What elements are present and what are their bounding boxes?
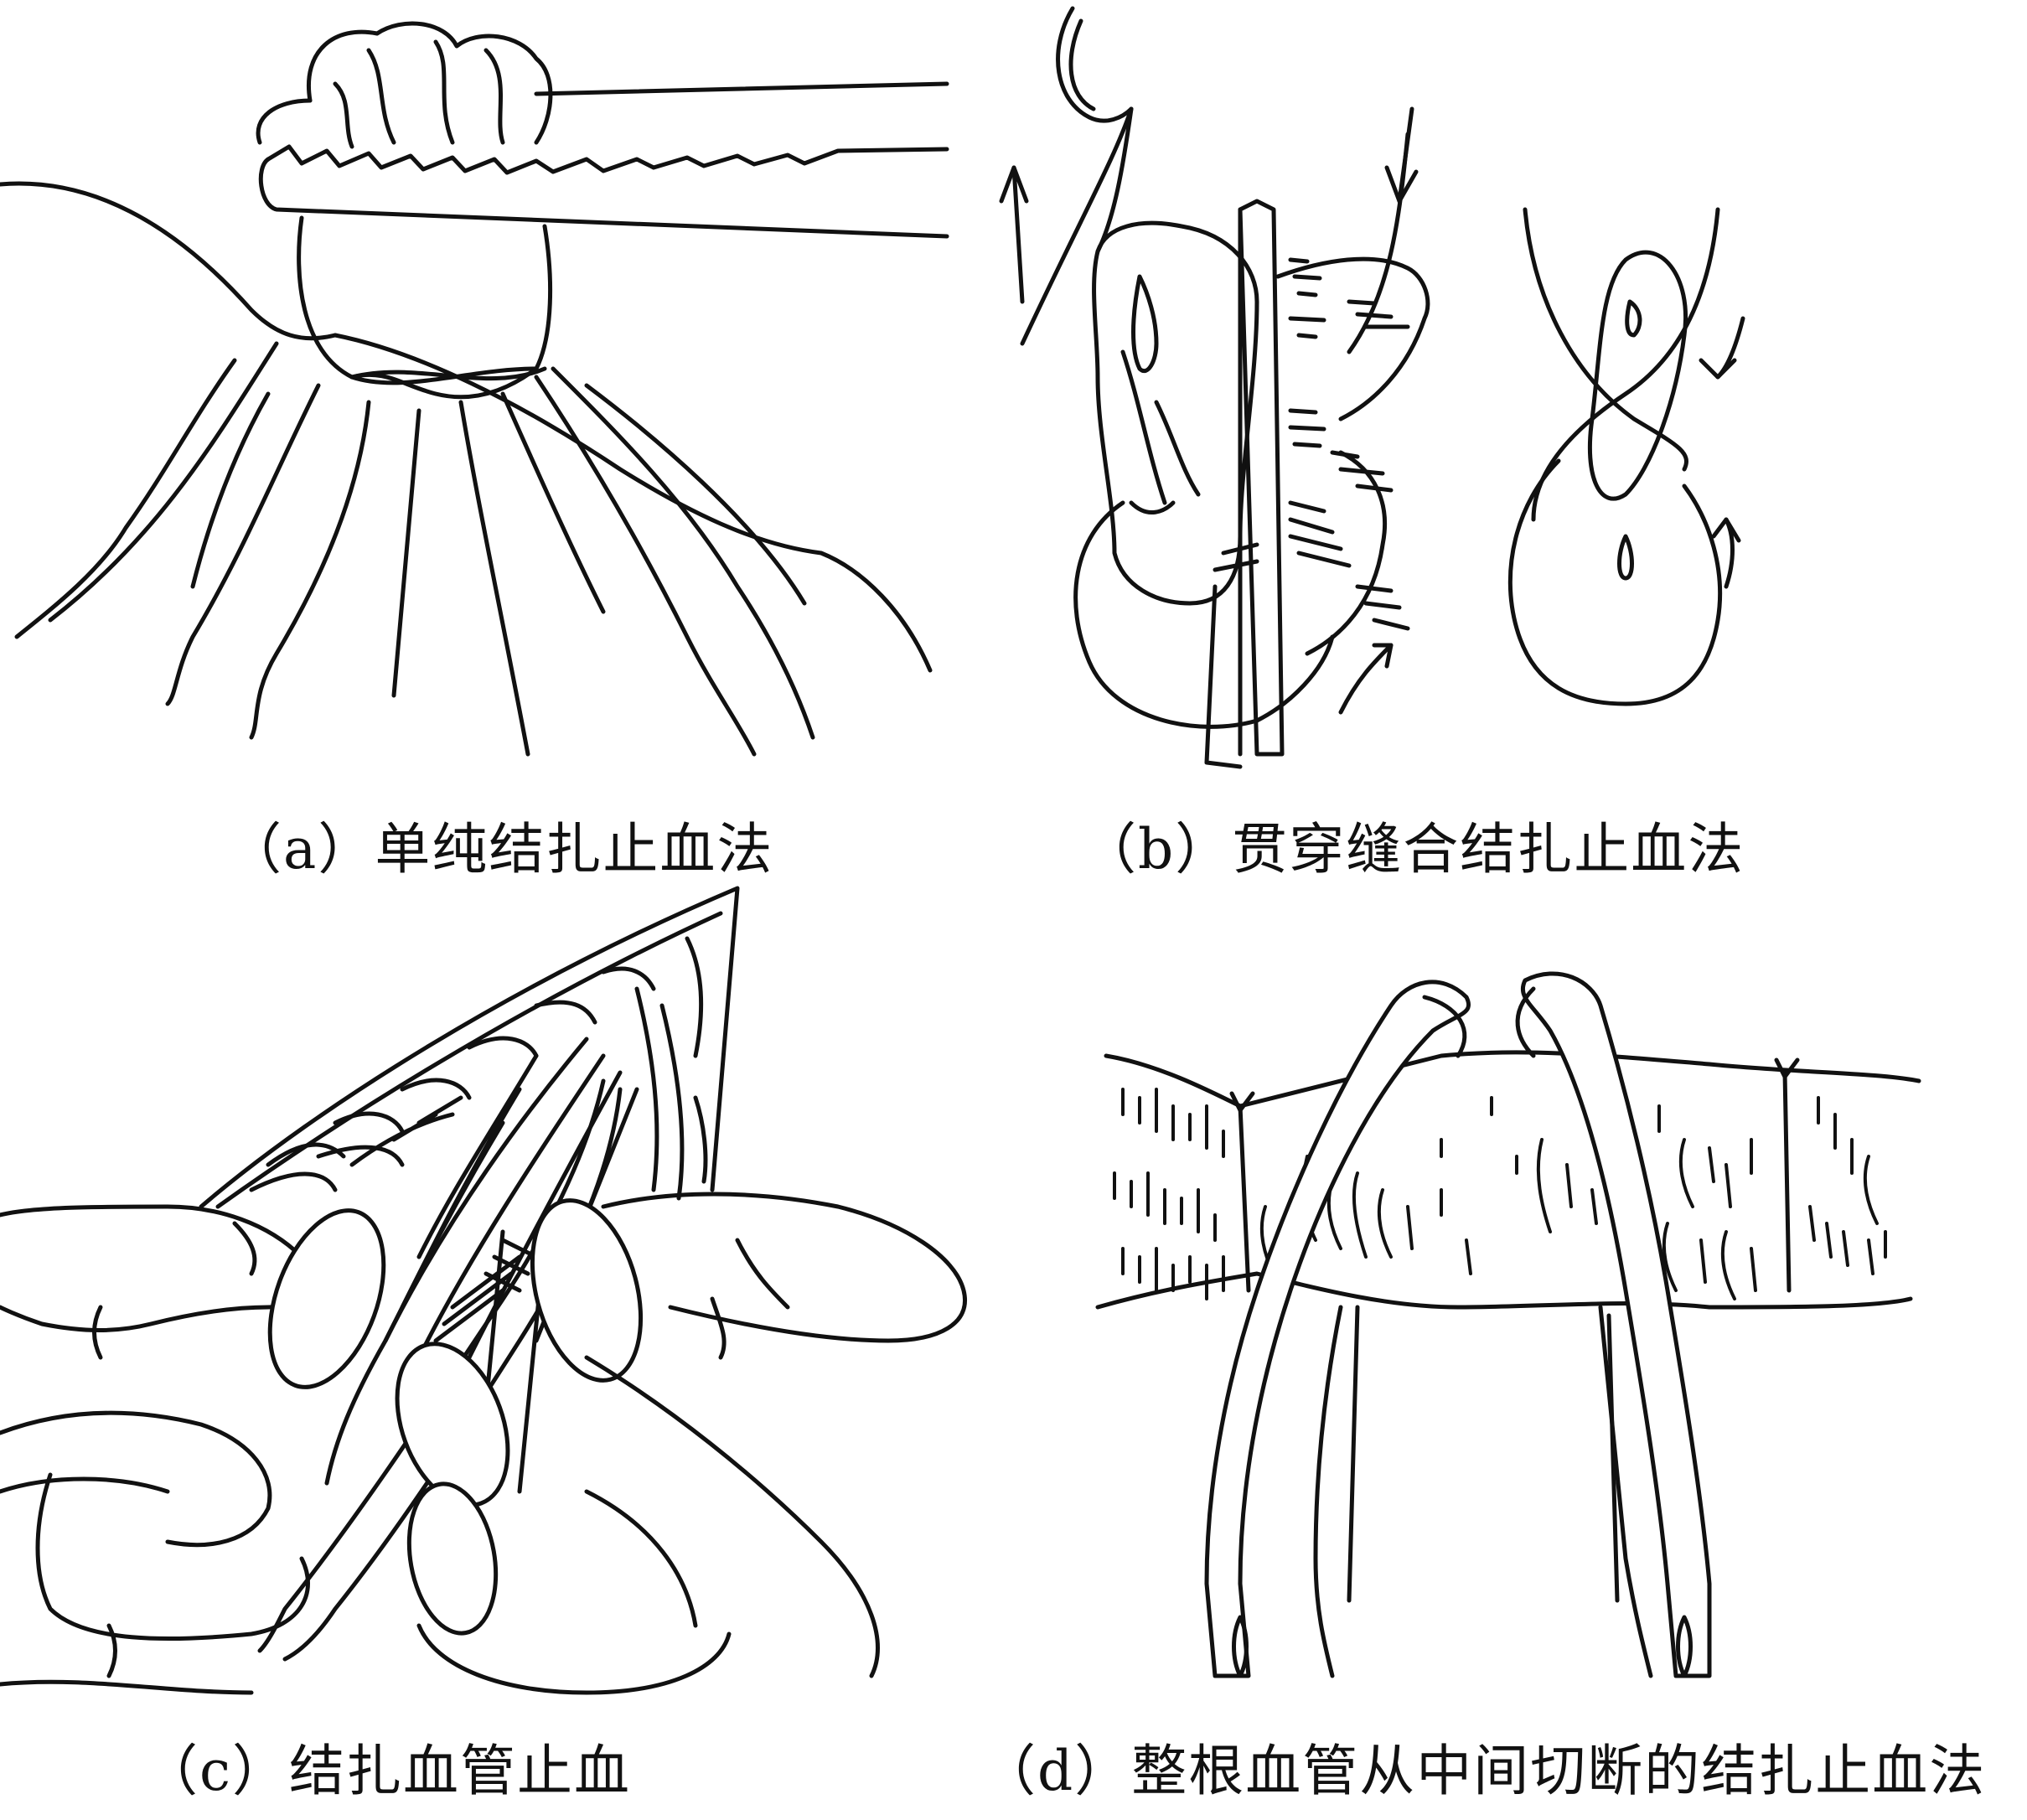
caption-c: （c）结扎血管止血 (142, 1739, 631, 1803)
panel-b: （b）贯穿缝合结扎止血法 (989, 0, 2027, 888)
panel-d: （d）整根血管从中间切断的结扎止血法 (980, 888, 2027, 1820)
simple-ligation-drawing (0, 21, 949, 757)
transfixion-suture-drawing (999, 6, 1745, 769)
caption-d: （d）整根血管从中间切断的结扎止血法 (980, 1739, 1987, 1803)
vessel-ligation-drawing (0, 886, 967, 1695)
panel-a: （a）单纯结扎止血法 (0, 0, 989, 888)
caption-b: （b）贯穿缝合结扎止血法 (1081, 817, 1745, 882)
vessel-division-ligation-drawing (1095, 971, 1921, 1678)
panel-c: （c）结扎血管止血 (0, 886, 989, 1820)
caption-a: （a）单纯结扎止血法 (226, 817, 774, 882)
